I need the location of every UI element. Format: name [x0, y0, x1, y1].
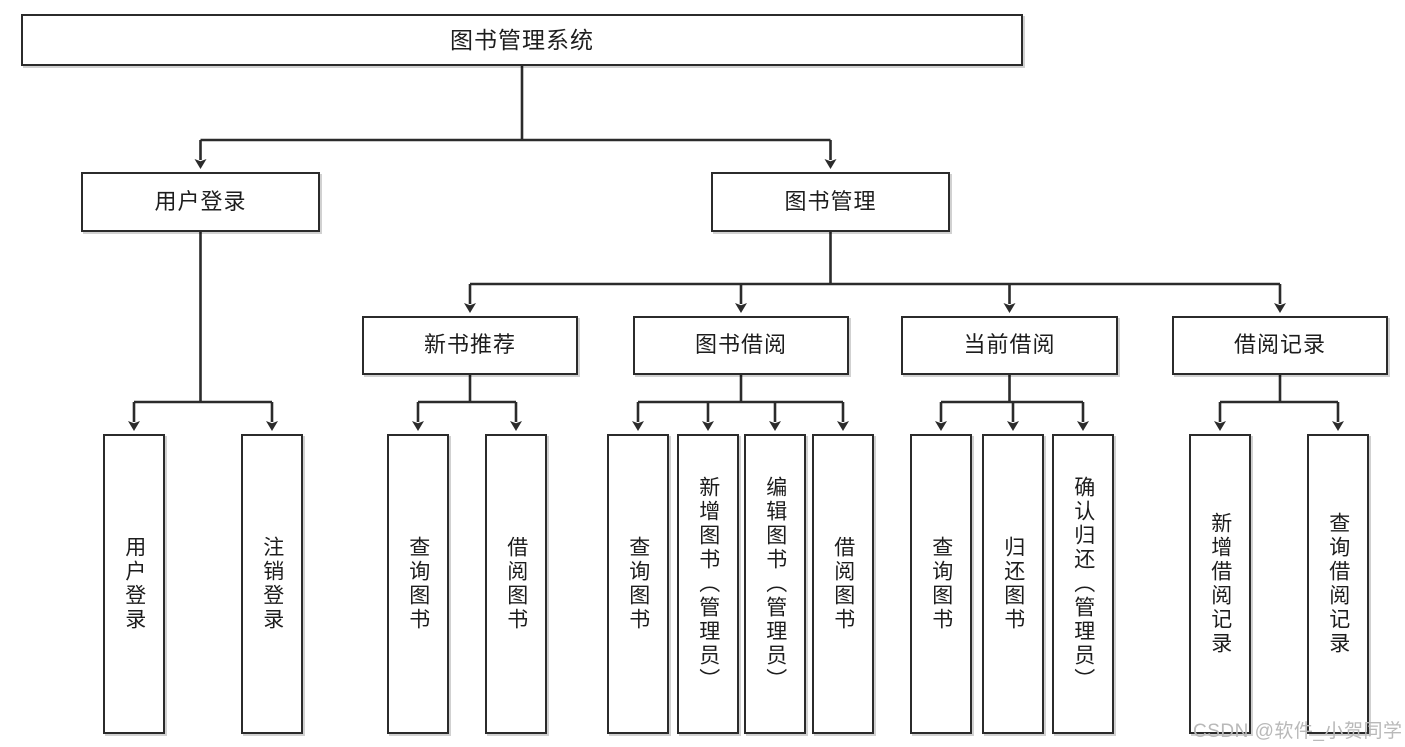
- node-borrow-record[interactable]: 借阅记录: [1172, 316, 1388, 375]
- node-leaf-query-book-2[interactable]: 查询图书: [607, 434, 669, 734]
- node-label-leaf-borrow-book-1: 借阅图书: [504, 536, 528, 632]
- node-root[interactable]: 图书管理系统: [21, 14, 1023, 66]
- node-leaf-borrow-book-2[interactable]: 借阅图书: [812, 434, 874, 734]
- node-leaf-user-login[interactable]: 用户登录: [103, 434, 165, 734]
- node-label-leaf-edit-book: 编辑图书（管理员）: [763, 476, 787, 692]
- node-label-leaf-query-book-1: 查询图书: [406, 536, 430, 632]
- node-label-leaf-query-book-2: 查询图书: [626, 536, 650, 632]
- node-leaf-add-record[interactable]: 新增借阅记录: [1189, 434, 1251, 734]
- node-leaf-confirm-return[interactable]: 确认归还（管理员）: [1052, 434, 1114, 734]
- node-label-leaf-confirm-return: 确认归还（管理员）: [1071, 476, 1095, 692]
- node-new-book-rec[interactable]: 新书推荐: [362, 316, 578, 375]
- node-label-borrow-record: 借阅记录: [1233, 332, 1326, 358]
- node-label-user-login: 用户登录: [154, 188, 247, 214]
- node-leaf-edit-book[interactable]: 编辑图书（管理员）: [744, 434, 806, 734]
- node-label-leaf-add-record: 新增借阅记录: [1208, 512, 1232, 656]
- node-leaf-user-logout[interactable]: 注销登录: [241, 434, 303, 734]
- node-leaf-borrow-book-1[interactable]: 借阅图书: [485, 434, 547, 734]
- node-label-leaf-query-book-3: 查询图书: [929, 536, 953, 632]
- node-label-leaf-add-book: 新增图书（管理员）: [696, 476, 720, 692]
- node-label-book-manage: 图书管理: [784, 188, 877, 214]
- node-leaf-add-book[interactable]: 新增图书（管理员）: [677, 434, 739, 734]
- node-label-leaf-return-book: 归还图书: [1001, 536, 1025, 632]
- node-label-root: 图书管理系统: [450, 26, 594, 53]
- node-current-borrow[interactable]: 当前借阅: [901, 316, 1118, 375]
- node-user-login[interactable]: 用户登录: [81, 172, 320, 232]
- node-label-leaf-user-logout: 注销登录: [260, 536, 284, 632]
- node-leaf-query-book-1[interactable]: 查询图书: [387, 434, 449, 734]
- node-label-current-borrow: 当前借阅: [963, 332, 1056, 358]
- node-leaf-query-book-3[interactable]: 查询图书: [910, 434, 972, 734]
- node-label-leaf-borrow-book-2: 借阅图书: [831, 536, 855, 632]
- node-label-leaf-user-login: 用户登录: [122, 536, 146, 632]
- node-leaf-return-book[interactable]: 归还图书: [982, 434, 1044, 734]
- node-book-manage[interactable]: 图书管理: [711, 172, 950, 232]
- node-label-leaf-query-record: 查询借阅记录: [1326, 512, 1350, 656]
- node-book-borrow[interactable]: 图书借阅: [633, 316, 849, 375]
- node-label-book-borrow: 图书借阅: [694, 332, 787, 358]
- node-label-new-book-rec: 新书推荐: [423, 332, 516, 358]
- watermark-text: CSDN @软件_小贺同学: [1193, 721, 1403, 742]
- node-leaf-query-record[interactable]: 查询借阅记录: [1307, 434, 1369, 734]
